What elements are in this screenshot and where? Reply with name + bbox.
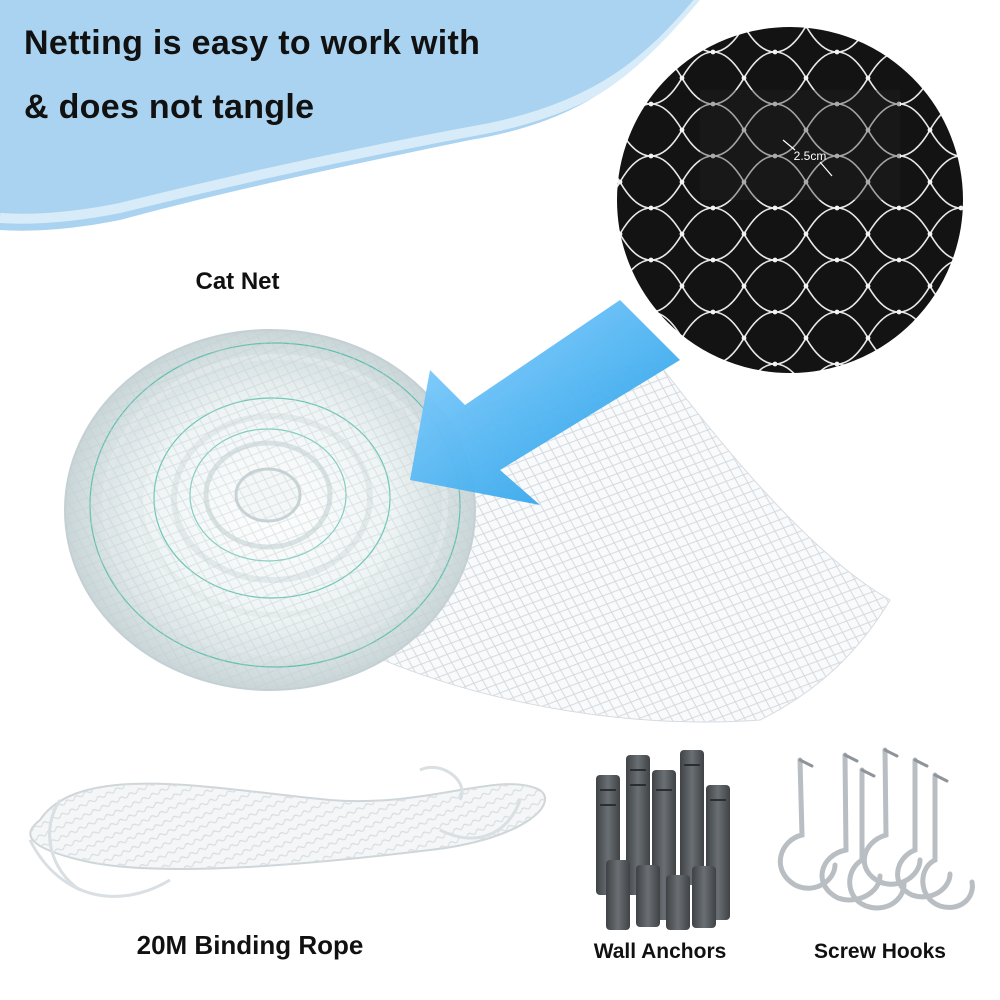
arrow-shape [410, 300, 680, 505]
banner-wave-edge [0, 0, 704, 224]
headline-line-1: Netting is easy to work with [24, 24, 481, 62]
binding-rope-image [28, 765, 546, 898]
cat-net-label: Cat Net [195, 268, 280, 295]
wall-anchors-image [596, 750, 730, 930]
screw-hooks-image [777, 747, 975, 911]
mesh-size-label: 2.5cm [794, 149, 827, 163]
net-roll-image [64, 329, 476, 691]
wall-anchors-label: Wall Anchors [593, 940, 727, 963]
banner-wave [0, 0, 700, 231]
binding-rope-label: 20M Binding Rope [136, 930, 364, 960]
headline-line-2: & does not tangle [24, 88, 315, 126]
screw-hooks-label: Screw Hooks [814, 940, 946, 963]
mesh-zoom-inset: 2.5cm [608, 18, 972, 382]
